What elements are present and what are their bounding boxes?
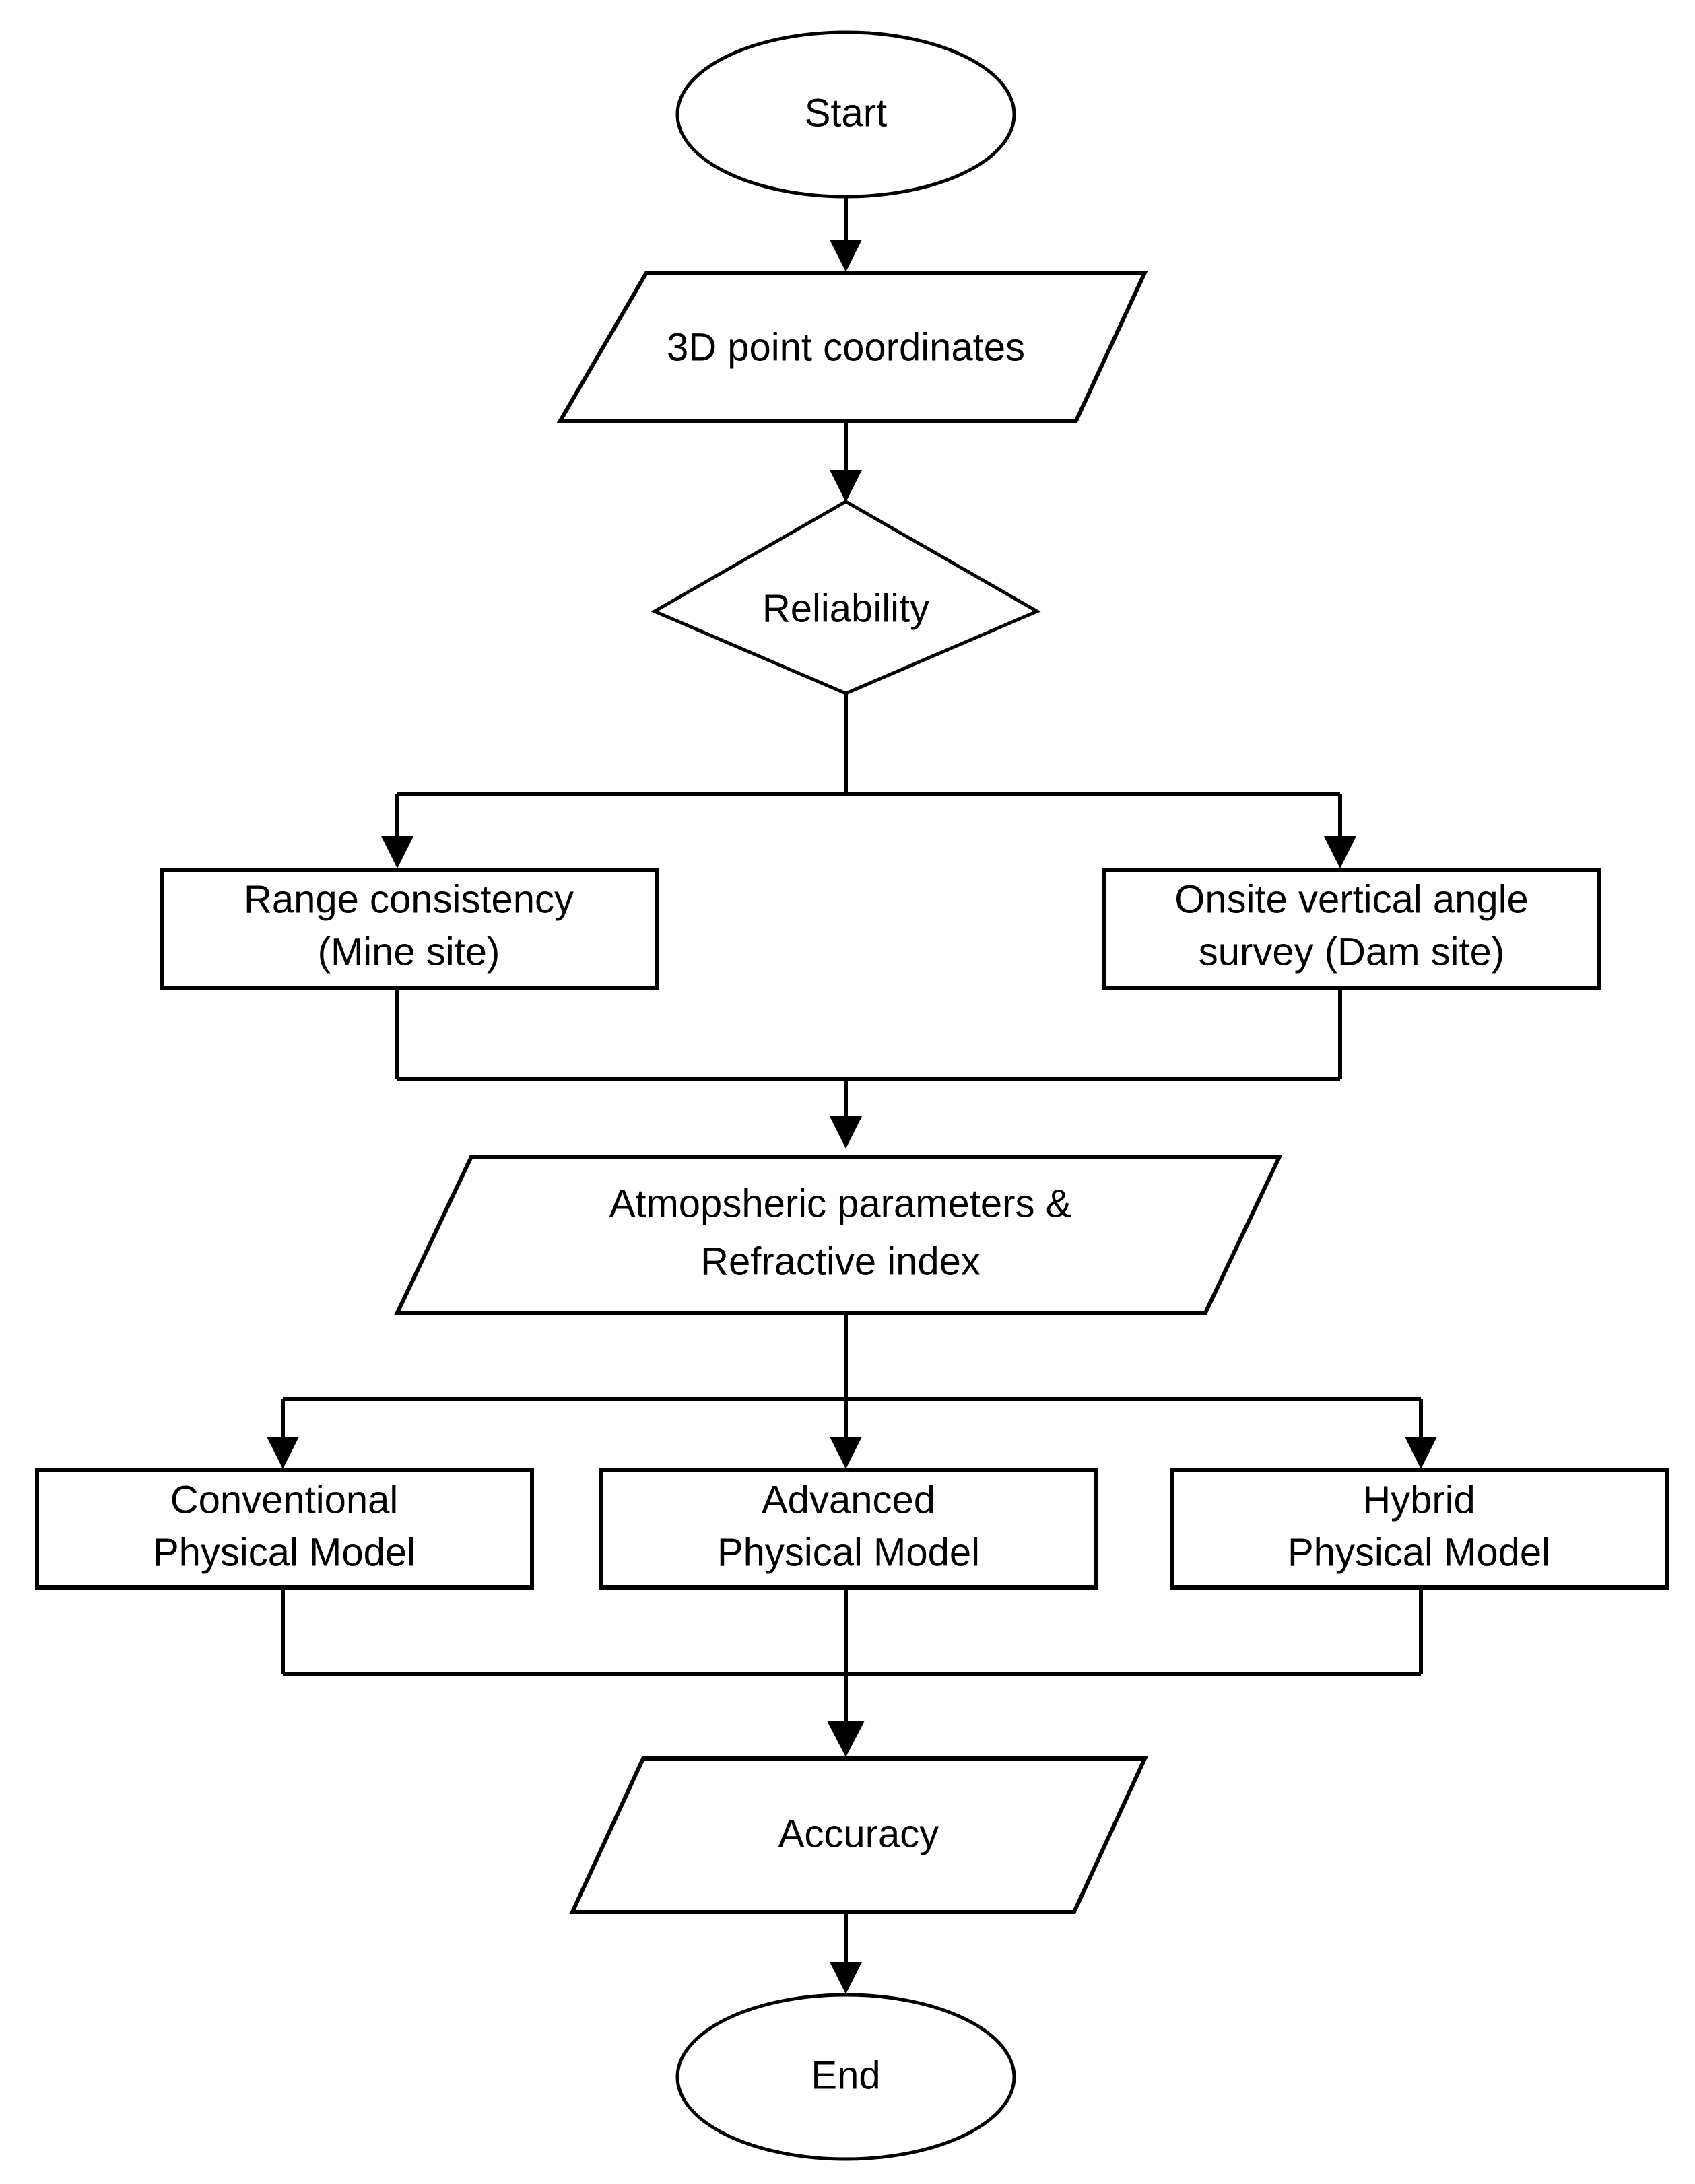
node-range-consistency: Range consistency (Mine site) [160,868,659,990]
conventional-model-label-line1: Conventional [170,1478,399,1522]
arrowhead-icon [830,470,862,502]
input-coordinates-label: 3D point coordinates [667,325,1025,369]
node-atmospheric: Atmopsheric parameters & Refractive inde… [394,1155,1283,1315]
arrowhead-icon-left [267,1437,299,1469]
hybrid-model-rect-shape [1170,1468,1669,1590]
conventional-model-label-line2: Physical Model [153,1530,416,1574]
advanced-model-label-line2: Physical Model [717,1530,980,1574]
connector-start-to-input [830,197,862,272]
node-onsite-survey: Onsite vertical angle survey (Dam site) [1102,868,1601,990]
arrowhead-icon-center [830,1437,862,1469]
connector-accuracy-to-end [830,1912,862,1994]
range-consistency-rect-shape [160,868,659,990]
arrowhead-icon [827,1721,865,1757]
arrowhead-icon-right [1405,1437,1437,1469]
input-parallelogram-shape [556,271,1148,423]
end-label: End [811,2053,880,2097]
node-reliability: Reliability [651,500,1041,695]
accuracy-parallelogram-shape [569,1756,1148,1914]
arrowhead-icon [830,240,862,272]
advanced-model-label-line1: Advanced [762,1478,935,1522]
atmospheric-label-line1: Atmopsheric parameters & [609,1182,1072,1225]
onsite-survey-label-line2: survey (Dam site) [1199,930,1504,974]
onsite-survey-rect-shape [1102,868,1601,990]
hybrid-model-label-line1: Hybrid [1362,1478,1475,1522]
node-conventional-model: Conventional Physical Model [35,1468,534,1590]
node-advanced-model: Advanced Physical Model [599,1468,1098,1590]
connector-input-to-reliability [830,421,862,502]
connector-reliability-split [381,693,1356,868]
atmospheric-label-line2: Refractive index [700,1239,981,1283]
node-input-coordinates: 3D point coordinates [556,271,1148,423]
node-start: Start [675,30,1016,199]
node-accuracy: Accuracy [569,1756,1148,1914]
start-label: Start [805,91,888,135]
range-consistency-label-line1: Range consistency [244,877,574,921]
node-end: End [675,1993,1016,2161]
connector-models-merge-to-accuracy [281,1588,1423,1757]
connector-atmospheric-three-way-split [267,1313,1437,1469]
arrowhead-icon [830,1962,862,1994]
reliability-label: Reliability [762,586,929,630]
range-consistency-label-line2: (Mine site) [318,930,500,974]
end-ellipse-shape [675,1993,1016,2161]
arrowhead-icon [830,1116,862,1149]
arrowhead-icon-left [381,836,413,868]
node-hybrid-model: Hybrid Physical Model [1170,1468,1669,1590]
onsite-survey-label-line1: Onsite vertical angle [1174,877,1528,921]
atmospheric-parallelogram-shape [394,1155,1283,1315]
hybrid-model-label-line2: Physical Model [1288,1530,1550,1574]
connector-boxes-merge-to-atmospheric [395,988,1342,1149]
conventional-model-rect-shape [35,1468,534,1590]
advanced-model-rect-shape [599,1468,1098,1590]
arrowhead-icon-right [1324,836,1356,868]
accuracy-label: Accuracy [778,1812,939,1855]
